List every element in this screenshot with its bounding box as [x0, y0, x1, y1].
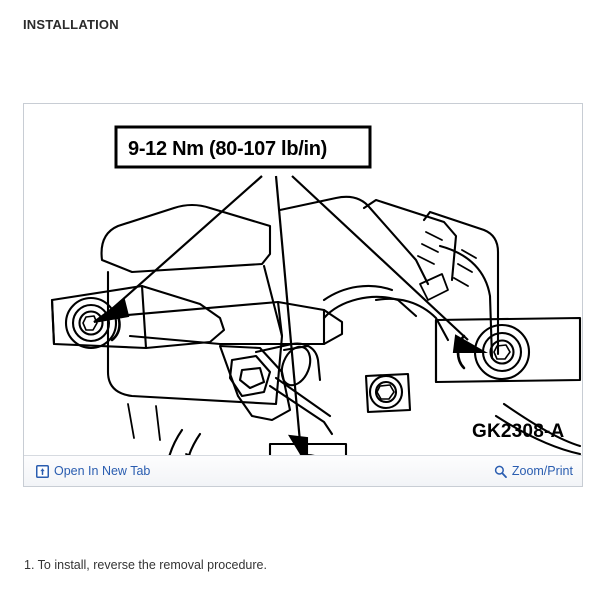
- procedure-steps: 1. To install, reverse the removal proce…: [24, 557, 564, 574]
- torque-callout: 9-12 Nm (80-107 lb/in): [114, 125, 372, 169]
- figure-image[interactable]: 9-12 Nm (80-107 lb/in) GK2308-A: [24, 104, 582, 455]
- open-in-new-tab-icon: [36, 464, 49, 478]
- torque-callout-label: 9-12 Nm (80-107 lb/in): [128, 138, 327, 160]
- figure-panel: 9-12 Nm (80-107 lb/in) GK2308-A Open In …: [23, 103, 583, 487]
- procedure-step: 1. To install, reverse the removal proce…: [24, 558, 267, 572]
- page-title: INSTALLATION: [23, 17, 119, 32]
- open-in-new-tab-label: Open In New Tab: [54, 464, 151, 478]
- open-in-new-tab-link[interactable]: Open In New Tab: [36, 462, 150, 480]
- zoom-print-link[interactable]: Zoom/Print: [494, 462, 573, 480]
- diagram-code-label: GK2308-A: [472, 421, 564, 442]
- wiper-linkage-illustration: 9-12 Nm (80-107 lb/in) GK2308-A: [24, 104, 582, 455]
- zoom-print-label: Zoom/Print: [511, 464, 573, 478]
- figure-action-bar: Open In New Tab Zoom/Print: [24, 455, 582, 486]
- magnifier-icon: [494, 465, 507, 478]
